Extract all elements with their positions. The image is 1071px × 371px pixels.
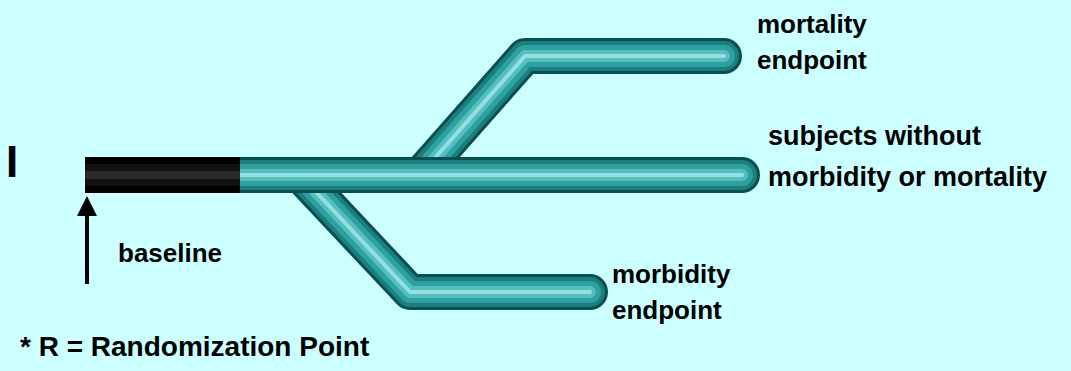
footnote: * R = Randomization Point <box>20 330 369 364</box>
main-tube <box>236 175 742 176</box>
outcome-label: subjects without morbidity or mortality <box>768 116 1064 197</box>
baseline-segment-layer <box>85 171 240 179</box>
baseline-segment-layer <box>85 164 240 186</box>
main-tube-layer <box>236 160 742 190</box>
tube-group <box>85 56 742 292</box>
panel-numeral: I <box>6 140 18 184</box>
baseline-arrow <box>85 206 89 284</box>
outcome-label: mortality endpoint <box>757 6 957 79</box>
main-tube-layer <box>236 173 742 177</box>
baseline-segment-layer <box>85 157 240 193</box>
main-tube-layer <box>236 157 742 193</box>
baseline-segment <box>85 175 240 176</box>
main-tube-layer <box>236 169 742 181</box>
main-tube-layer <box>236 164 742 186</box>
outcome-label: morbidity endpoint <box>612 256 812 329</box>
point-label: baseline <box>118 238 222 269</box>
